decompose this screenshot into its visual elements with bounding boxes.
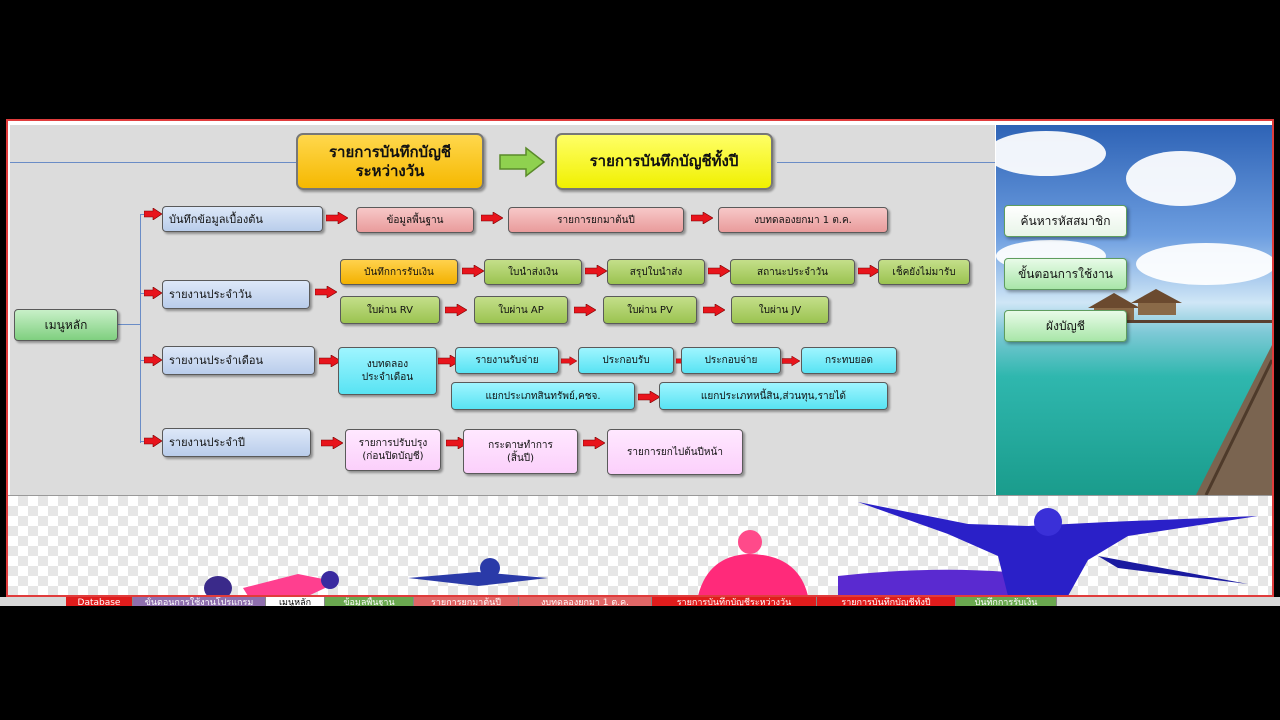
sheet-tabs-bar: Database ขั้นตอนการใช้งานโปรแกรม เมนูหลั…: [0, 597, 1280, 606]
red-arrow-icon: [708, 265, 730, 277]
yearly-adjustments-button[interactable]: รายการปรับปรุง (ก่อนปิดบัญชี): [345, 429, 441, 471]
red-arrow-icon: [315, 286, 337, 298]
sheet-tab-database[interactable]: Database: [66, 597, 133, 606]
ledger-liabilities-equity-revenue-button[interactable]: แยกประเภทหนี้สิน,ส่วนทุน,รายได้: [659, 382, 888, 410]
daily-status-button[interactable]: สถานะประจำวัน: [730, 259, 855, 285]
voucher-jv-button[interactable]: ใบผ่าน JV: [731, 296, 829, 324]
search-member-button[interactable]: ค้นหารหัสสมาชิก: [1004, 205, 1127, 237]
header-line-right: [777, 162, 995, 163]
red-arrow-icon: [481, 212, 503, 224]
sheet-tab-daily-records[interactable]: รายการบันทึกบัญชีระหว่างวัน: [652, 597, 817, 606]
tree-trunk-line: [140, 214, 141, 443]
monthly-reconciliation-button[interactable]: กระทบยอด: [801, 347, 897, 374]
red-arrow-icon: [782, 355, 800, 367]
initial-basic-data-button[interactable]: ข้อมูลพื้นฐาน: [356, 207, 474, 233]
header-line-left: [10, 162, 297, 163]
red-arrow-icon: [638, 391, 660, 403]
red-arrow-icon: [691, 212, 713, 224]
main-menu-button[interactable]: เมนูหลัก: [14, 309, 118, 341]
red-arrow-icon: [319, 355, 341, 367]
category-daily-report[interactable]: รายงานประจำวัน: [162, 280, 310, 309]
red-arrow-icon: [858, 265, 880, 277]
cloud-shape: [996, 131, 1106, 176]
year-records-button[interactable]: รายการบันทึกบัญชีทั้งปี: [555, 133, 773, 190]
red-arrow-icon: [561, 356, 577, 366]
voucher-pv-button[interactable]: ใบผ่าน PV: [603, 296, 697, 324]
cloud-shape: [1136, 243, 1272, 285]
red-arrow-icon: [144, 287, 162, 299]
yearly-worksheet-button[interactable]: กระดาษทำการ (สิ้นปี): [463, 429, 578, 474]
monthly-payment-detail-button[interactable]: ประกอบจ่าย: [681, 347, 781, 374]
red-arrow-icon: [144, 208, 162, 220]
yearly-carry-forward-button[interactable]: รายการยกไปต้นปีหน้า: [607, 429, 743, 475]
tree-root-line: [118, 324, 141, 325]
category-initial-data[interactable]: บันทึกข้อมูลเบื้องต้น: [162, 206, 323, 232]
monthly-trial-balance-button[interactable]: งบทดลอง ประจำเดือน: [338, 347, 437, 395]
monthly-receipt-detail-button[interactable]: ประกอบรับ: [578, 347, 674, 374]
sheet-tab-basic-data[interactable]: ข้อมูลพื้นฐาน: [325, 597, 414, 606]
beach-photo-panel: ค้นหารหัสสมาชิก ขั้นตอนการใช้งาน ผังบัญช…: [996, 125, 1272, 495]
category-yearly-report[interactable]: รายงานประจำปี: [162, 428, 311, 457]
red-arrow-icon: [574, 304, 596, 316]
daily-receipt-button[interactable]: บันทึกการรับเงิน: [340, 259, 458, 285]
daily-uncollected-cheques-button[interactable]: เช็คยังไม่มารับ: [878, 259, 970, 285]
cloud-shape: [1126, 151, 1236, 206]
red-arrow-icon: [462, 265, 484, 277]
usage-steps-button[interactable]: ขั้นตอนการใช้งาน: [1004, 258, 1127, 290]
red-arrow-icon: [445, 304, 467, 316]
main-menu-panel: รายการบันทึกบัญชี ระหว่างวัน รายการบันทึ…: [10, 125, 995, 495]
red-arrow-icon: [583, 437, 605, 449]
red-arrow-icon: [144, 354, 162, 366]
sheet-tab-main-menu[interactable]: เมนูหลัก: [266, 597, 325, 606]
initial-carried-forward-button[interactable]: รายการยกมาต้นปี: [508, 207, 684, 233]
red-arrow-icon: [326, 212, 348, 224]
chart-of-accounts-button[interactable]: ผังบัญชี: [1004, 310, 1127, 342]
header-arrow-icon: [499, 146, 546, 178]
dancing-silhouettes-icon: [204, 502, 1258, 595]
transparent-background-area: [8, 495, 1272, 595]
initial-trial-balance-button[interactable]: งบทดลองยกมา 1 ต.ค.: [718, 207, 888, 233]
sheet-tab-carried-forward[interactable]: รายการยกมาต้นปี: [414, 597, 519, 606]
sheet-tab-year-records[interactable]: รายการบันทึกบัญชีทั้งปี: [817, 597, 956, 606]
red-arrow-icon: [144, 435, 162, 447]
daily-remittance-summary-button[interactable]: สรุปใบนำส่ง: [607, 259, 705, 285]
monthly-receipts-payments-button[interactable]: รายงานรับจ่าย: [455, 347, 559, 374]
category-monthly-report[interactable]: รายงานประจำเดือน: [162, 346, 315, 375]
ledger-assets-expenses-button[interactable]: แยกประเภทสินทรัพย์,คชจ.: [451, 382, 635, 410]
red-arrow-icon: [321, 437, 343, 449]
daily-records-button[interactable]: รายการบันทึกบัญชี ระหว่างวัน: [296, 133, 484, 190]
sheet-tab-usage-steps[interactable]: ขั้นตอนการใช้งานโปรแกรม: [133, 597, 266, 606]
sheet-tab-trial-balance[interactable]: งบทดลองยกมา 1 ต.ค.: [519, 597, 652, 606]
voucher-rv-button[interactable]: ใบผ่าน RV: [340, 296, 440, 324]
red-arrow-icon: [703, 304, 725, 316]
sheet-tab-receipts[interactable]: บันทึกการรับเงิน: [956, 597, 1057, 606]
red-arrow-icon: [585, 265, 607, 277]
daily-remittance-button[interactable]: ใบนำส่งเงิน: [484, 259, 582, 285]
sheet-frame: รายการบันทึกบัญชี ระหว่างวัน รายการบันทึ…: [6, 119, 1274, 597]
voucher-ap-button[interactable]: ใบผ่าน AP: [474, 296, 568, 324]
